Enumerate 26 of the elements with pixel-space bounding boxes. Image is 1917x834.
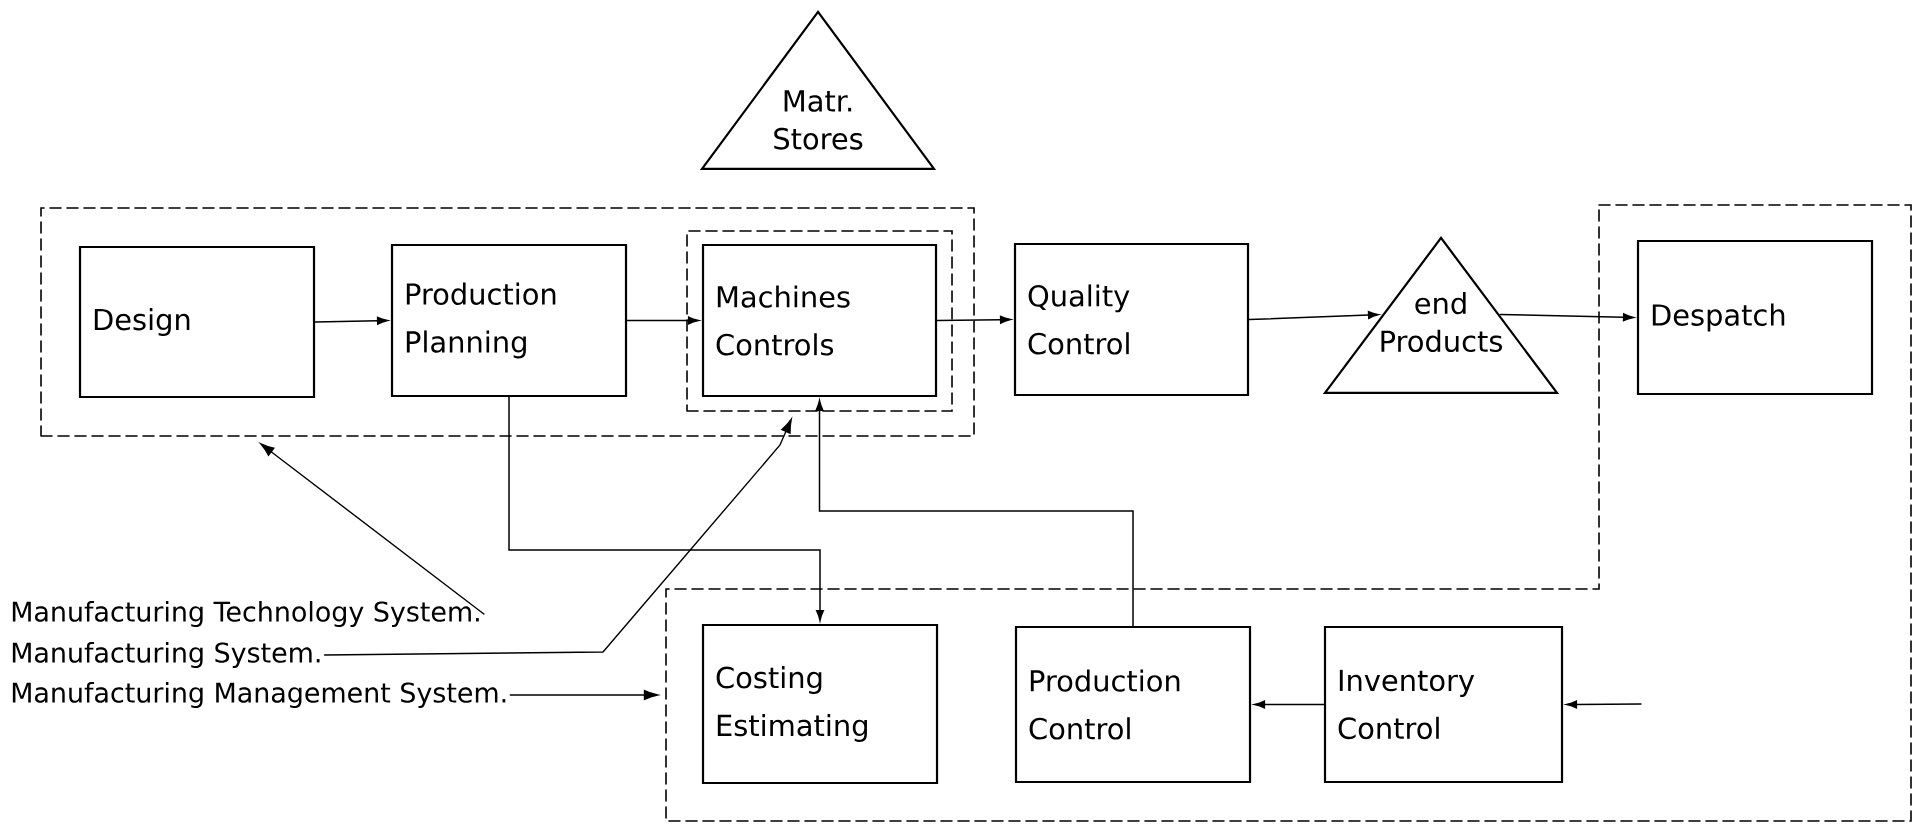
arrow [936,315,1012,324]
system-boundary [686,230,953,412]
arrow [626,316,700,325]
arrow [1253,700,1325,709]
leader-line [260,443,485,615]
system-label: Manufacturing Management System. [12,682,506,708]
arrow [1565,700,1642,709]
system-label: Manufacturing Technology System. [12,601,479,627]
process-box: Production Control [1014,625,1252,784]
process-box: Production Planning [390,243,628,398]
system-boundary [40,207,975,437]
system-boundary [665,204,1912,822]
leader-line [509,689,659,701]
system-label: Manufacturing System. [12,642,320,668]
leader-line [323,418,792,656]
process-box: Design [78,245,316,399]
arrow [1499,313,1635,322]
arrow [815,399,1134,627]
process-box: Costing Estimating [701,623,939,785]
process-box: Inventory Control [1323,625,1564,784]
arrow [314,316,389,325]
arrow [508,396,825,622]
arrow [1248,310,1380,321]
process-box: Despatch [1636,239,1874,396]
process-box: Machines Controls [701,243,938,398]
process-box: Quality Control [1013,242,1250,397]
